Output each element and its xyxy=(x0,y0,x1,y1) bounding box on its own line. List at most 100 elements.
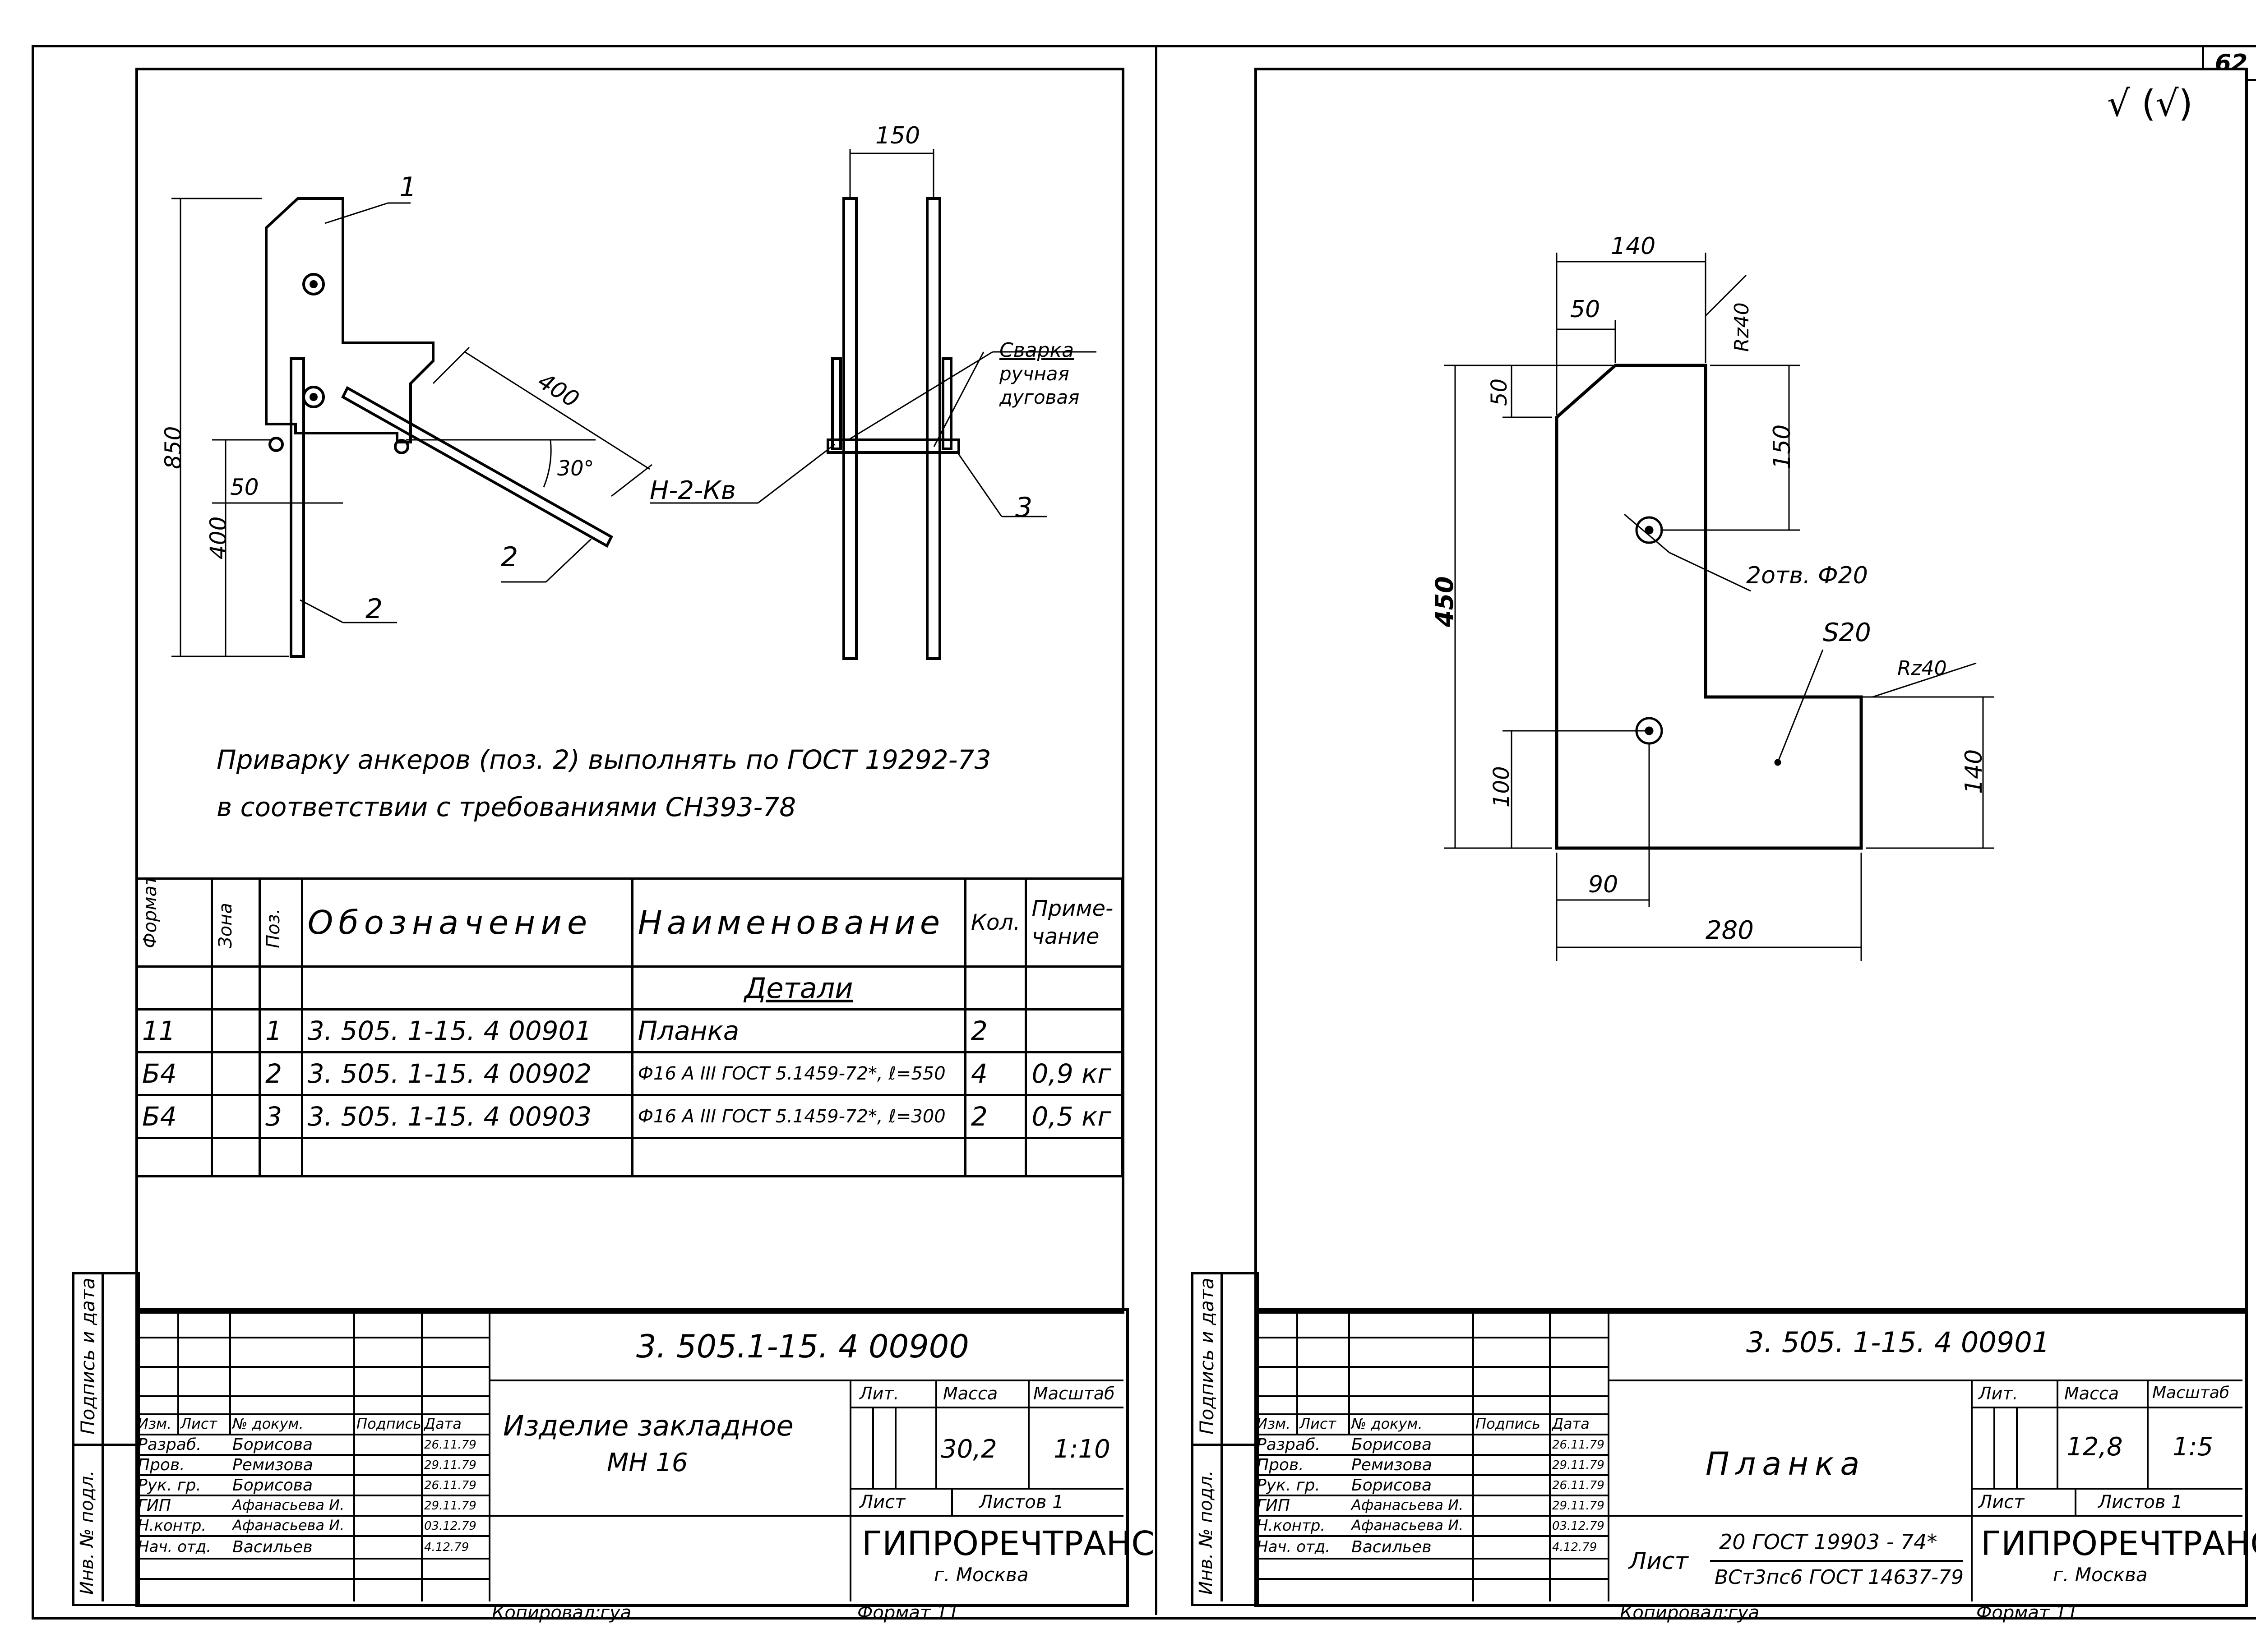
right-material-1: 20 ГОСТ 19903 - 74* xyxy=(1719,1530,1937,1554)
spec-row: Б4 3 3. 505. 1-15. 4 00903 Ф16 А III ГОС… xyxy=(135,1094,1123,1139)
spec-col-zone: Зона xyxy=(211,877,261,968)
spec-col-pos: Поз. xyxy=(259,877,303,968)
left-copied-sign: гуа xyxy=(600,1602,632,1623)
pos-3-label: 3 xyxy=(1015,492,1033,523)
left-role-date: 26.11.79 xyxy=(424,1438,476,1452)
right-head-sign: Подпись xyxy=(1475,1415,1540,1432)
left-head-sign: Подпись xyxy=(356,1415,421,1432)
left-lit-label: Лит. xyxy=(860,1384,899,1403)
left-org: ГИПРОРЕЧТРАНС xyxy=(862,1524,1155,1563)
right-title-block xyxy=(1254,1308,2248,1607)
dim-50: 50 xyxy=(230,474,259,500)
left-role: Н.контр. xyxy=(138,1517,207,1535)
dim-90: 90 xyxy=(1588,871,1618,898)
spec-table: Формат Зона Поз. Обозначение Наименовани… xyxy=(135,877,1123,1177)
right-copied-sign: гуа xyxy=(1728,1602,1760,1623)
right-copied: Копировал: xyxy=(1620,1602,1729,1623)
left-doc-code: 3. 505.1-15. 4 00900 xyxy=(636,1328,969,1365)
right-scale: 1:5 xyxy=(2173,1432,2214,1462)
right-mass: 12,8 xyxy=(2066,1432,2123,1462)
pos-2-label-b: 2 xyxy=(365,593,383,625)
right-role: ГИП xyxy=(1257,1496,1290,1515)
left-copied: Копировал: xyxy=(492,1602,601,1623)
left-role-name: Борисова xyxy=(232,1476,313,1495)
right-org: ГИПРОРЕЧТРАНС xyxy=(1981,1524,2256,1563)
left-sheets-label: Листов 1 xyxy=(979,1492,1064,1513)
left-role-name: Афанасьева И. xyxy=(232,1496,345,1514)
left-scale-label: Масштаб xyxy=(1033,1384,1115,1403)
spec-row: 11 1 3. 505. 1-15. 4 00901 Планка 2 xyxy=(135,1008,1123,1053)
right-title: Планка xyxy=(1706,1445,1866,1482)
left-role-date: 4.12.79 xyxy=(424,1541,469,1554)
left-format: Формат 11 xyxy=(857,1602,959,1623)
right-role-name: Афанасьева И. xyxy=(1351,1496,1464,1514)
right-head-sheet: Лист xyxy=(1299,1415,1336,1432)
rz40-right: Rz40 xyxy=(1897,657,1947,680)
left-role: Пров. xyxy=(138,1456,185,1474)
center-divider xyxy=(1155,45,1157,1615)
weld-label: Сварка xyxy=(999,339,1074,362)
outer-frame xyxy=(32,45,2256,1620)
left-role: Рук. гр. xyxy=(138,1476,201,1495)
right-head-date: Дата xyxy=(1552,1415,1590,1432)
weld-type: Н-2-Кв xyxy=(650,476,736,505)
roughness-mark: √ (√) xyxy=(2107,83,2193,125)
right-role: Разраб. xyxy=(1257,1435,1321,1454)
left-role-name: Борисова xyxy=(232,1435,313,1454)
left-head-doc: № докум. xyxy=(232,1415,304,1432)
right-role-date: 29.11.79 xyxy=(1552,1499,1604,1513)
left-role-date: 29.11.79 xyxy=(424,1499,476,1513)
left-role: Нач. отд. xyxy=(138,1538,212,1556)
dim-280: 280 xyxy=(1706,916,1754,945)
right-scale-label: Масштаб xyxy=(2152,1384,2230,1402)
left-role-date: 26.11.79 xyxy=(424,1479,476,1492)
right-side-strip xyxy=(1191,1272,1259,1606)
spec-row: Б4 2 3. 505. 1-15. 4 00902 Ф16 А III ГОС… xyxy=(135,1051,1123,1096)
right-material-2: ВСт3пс6 ГОСТ 14637-79 xyxy=(1715,1566,1964,1589)
right-mass-label: Масса xyxy=(2064,1384,2119,1403)
dim-50-top: 50 xyxy=(1570,296,1600,323)
right-city: г. Москва xyxy=(2053,1564,2148,1586)
left-side-strip xyxy=(72,1272,140,1606)
left-city: г. Москва xyxy=(934,1564,1029,1586)
weld-sub1: ручная xyxy=(999,363,1069,385)
right-lit-label: Лит. xyxy=(1979,1384,2018,1403)
note-line-1: Приварку анкеров (поз. 2) выполнять по Г… xyxy=(217,744,991,775)
right-role-date: 03.12.79 xyxy=(1552,1519,1604,1533)
left-role-date: 29.11.79 xyxy=(424,1458,476,1472)
pos-1-label: 1 xyxy=(399,171,417,203)
left-sheet-label: Лист xyxy=(860,1492,906,1513)
dim-150: 150 xyxy=(875,122,920,149)
pos-2-label: 2 xyxy=(501,541,518,573)
right-head-doc: № докум. xyxy=(1351,1415,1423,1432)
right-material-prefix: Лист xyxy=(1629,1548,1688,1575)
left-role-name: Ремизова xyxy=(232,1456,313,1474)
right-role-name: Васильев xyxy=(1351,1538,1432,1556)
left-head-role: Изм. xyxy=(138,1415,172,1432)
right-sheets-label: Листов 1 xyxy=(2098,1492,2183,1513)
left-role-date: 03.12.79 xyxy=(424,1519,476,1533)
left-role: ГИП xyxy=(138,1496,171,1515)
right-role-name: Борисова xyxy=(1351,1476,1432,1495)
dim-30: 30° xyxy=(557,456,594,480)
spec-col-format: Формат xyxy=(135,877,213,968)
spec-section-title: Детали xyxy=(631,965,966,1011)
left-title-2: МН 16 xyxy=(607,1448,688,1477)
left-head-sheet: Лист xyxy=(180,1415,217,1432)
right-head-role: Изм. xyxy=(1257,1415,1291,1432)
weld-sub2: дуговая xyxy=(999,386,1080,408)
spec-col-note: Приме-чание xyxy=(1025,877,1123,968)
left-scale: 1:10 xyxy=(1054,1435,1110,1464)
right-role-date: 4.12.79 xyxy=(1552,1541,1597,1554)
right-role-name: Афанасьева И. xyxy=(1351,1517,1464,1534)
right-role: Пров. xyxy=(1257,1456,1304,1474)
left-head-date: Дата xyxy=(424,1415,462,1432)
left-role: Разраб. xyxy=(138,1435,202,1454)
right-role: Рук. гр. xyxy=(1257,1476,1320,1495)
right-role: Н.контр. xyxy=(1257,1517,1326,1535)
right-format: Формат 11 xyxy=(1976,1602,2078,1623)
